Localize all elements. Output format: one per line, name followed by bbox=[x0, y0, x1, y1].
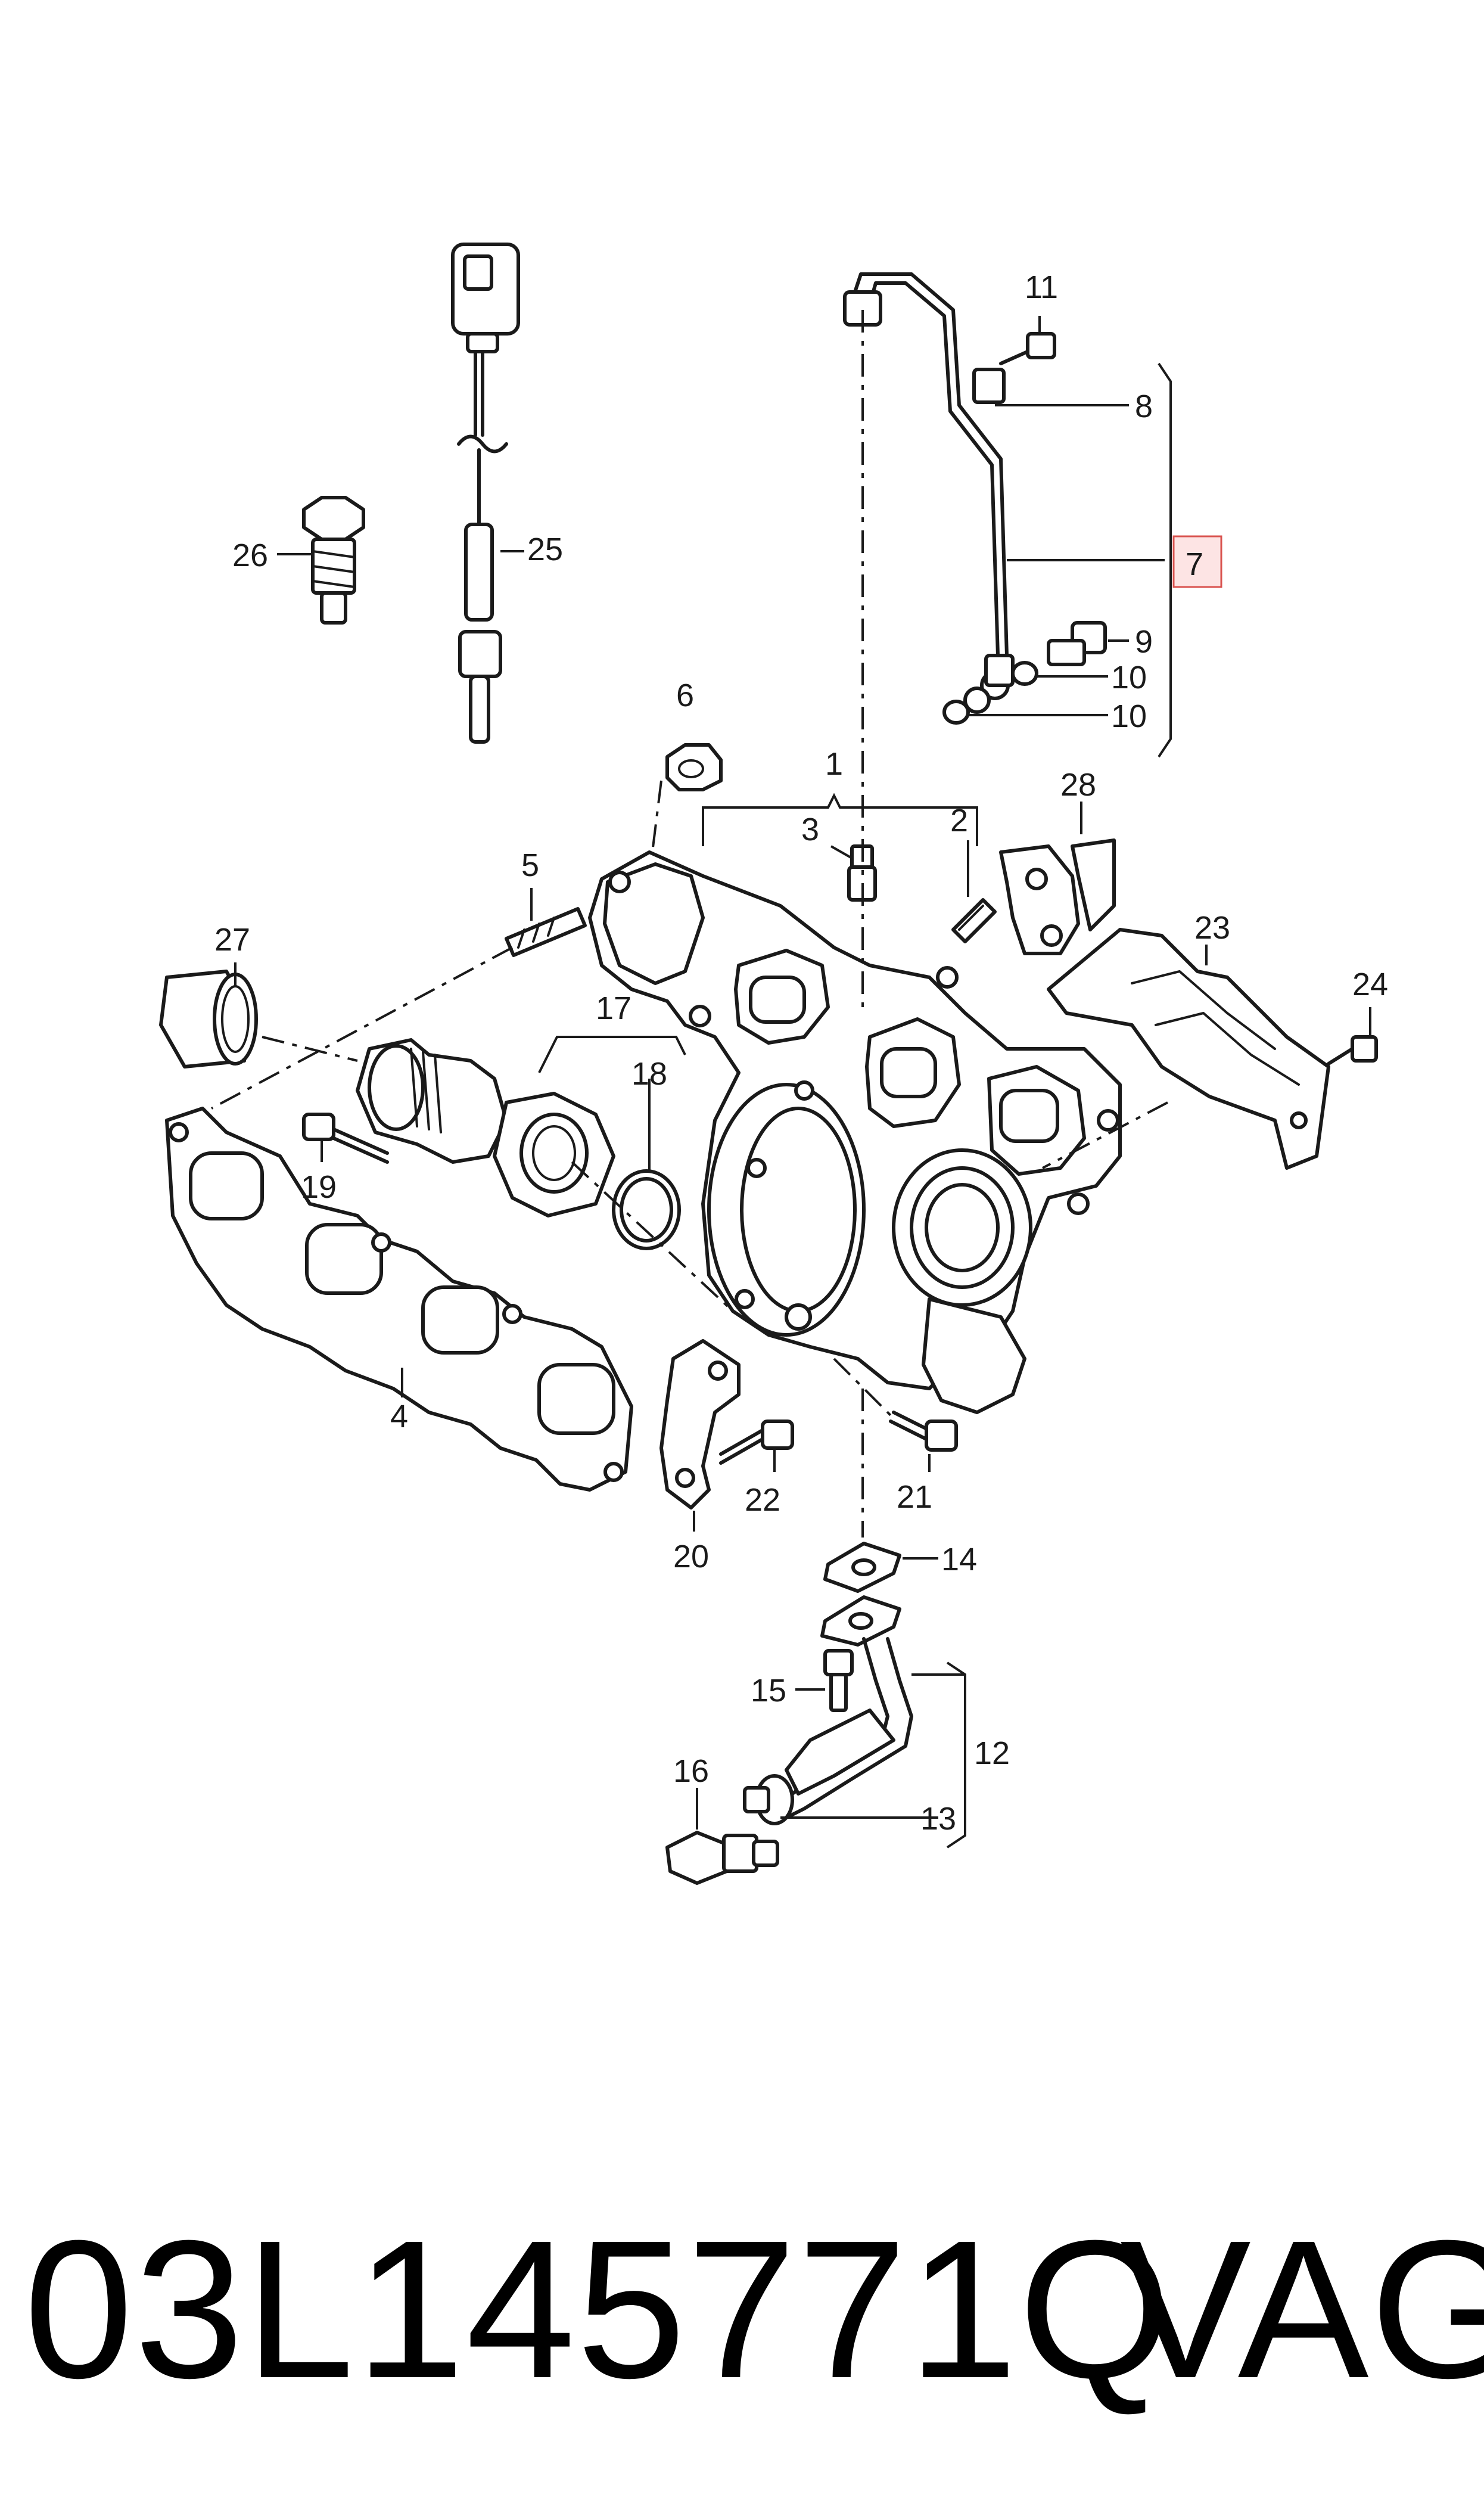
callout-6: 6 bbox=[676, 678, 694, 713]
callout-25: 25 bbox=[527, 532, 563, 567]
callout-9: 9 bbox=[1135, 624, 1153, 660]
callout-20: 20 bbox=[673, 1539, 709, 1574]
bolt-part-11 bbox=[999, 332, 1056, 365]
valve-actuator-part-17 bbox=[356, 1038, 615, 1217]
callout-23: 23 bbox=[1194, 910, 1230, 946]
callout-22: 22 bbox=[745, 1482, 780, 1518]
gasket-part-28 bbox=[999, 838, 1116, 955]
callout-12: 12 bbox=[974, 1735, 1010, 1771]
seal-ring-part-10a bbox=[1011, 661, 1038, 686]
gasket-part-14 bbox=[823, 1542, 901, 1593]
part-number-label: 03L145771Q bbox=[24, 2199, 1173, 2419]
callout-26: 26 bbox=[232, 538, 268, 573]
sleeve-part-27 bbox=[159, 970, 258, 1069]
callout-18: 18 bbox=[631, 1056, 667, 1092]
callout-10a: 10 bbox=[1111, 660, 1147, 695]
callout-21: 21 bbox=[897, 1479, 932, 1515]
plug-part-16 bbox=[665, 1831, 779, 1885]
turbocharger-manifold-part-1 bbox=[588, 850, 1122, 1414]
bolt-part-19 bbox=[302, 1113, 389, 1164]
callout-10b: 10 bbox=[1111, 698, 1147, 734]
callout-13: 13 bbox=[920, 1801, 956, 1837]
bracket-part-20 bbox=[659, 1339, 741, 1509]
callout-28: 28 bbox=[1060, 767, 1096, 803]
callout-27: 27 bbox=[214, 922, 250, 958]
seal-ring-part-18 bbox=[612, 1169, 681, 1250]
callout-14: 14 bbox=[941, 1542, 977, 1577]
callout-3: 3 bbox=[801, 812, 819, 847]
bolt-part-21 bbox=[889, 1411, 958, 1452]
callout-2: 2 bbox=[950, 803, 968, 838]
callout-4: 4 bbox=[390, 1399, 408, 1434]
callout-19: 19 bbox=[301, 1169, 337, 1205]
stud-part-2 bbox=[951, 898, 997, 943]
hose-clamp-part-13 bbox=[743, 1774, 794, 1825]
stud-part-5 bbox=[505, 907, 587, 957]
callout-1: 1 bbox=[825, 746, 843, 782]
nut-part-6 bbox=[665, 743, 723, 791]
bolt-part-15 bbox=[823, 1649, 854, 1712]
callout-7: 7 bbox=[1186, 546, 1203, 582]
callout-5: 5 bbox=[521, 847, 539, 883]
bolt-part-22 bbox=[719, 1420, 794, 1465]
callout-15: 15 bbox=[751, 1673, 786, 1709]
oil-supply-pipe-part-7 bbox=[843, 272, 1015, 714]
plug-part-26 bbox=[302, 496, 365, 625]
highlighted-callout-box bbox=[1172, 535, 1222, 588]
callout-16: 16 bbox=[673, 1753, 709, 1789]
heat-shield-part-23 bbox=[1047, 928, 1330, 1170]
bolt-part-24 bbox=[1327, 1035, 1378, 1066]
sensor-cable-part-25 bbox=[451, 243, 520, 744]
callout-8: 8 bbox=[1135, 389, 1153, 424]
manifold-gasket-part-4 bbox=[165, 1107, 633, 1492]
callout-17: 17 bbox=[596, 990, 631, 1026]
banjo-bolt-part-9 bbox=[1047, 621, 1107, 666]
callout-11: 11 bbox=[1025, 269, 1058, 305]
brand-label: VAG bbox=[1120, 2199, 1484, 2419]
seal-ring-part-10b bbox=[942, 700, 970, 725]
callout-24: 24 bbox=[1352, 967, 1388, 1002]
